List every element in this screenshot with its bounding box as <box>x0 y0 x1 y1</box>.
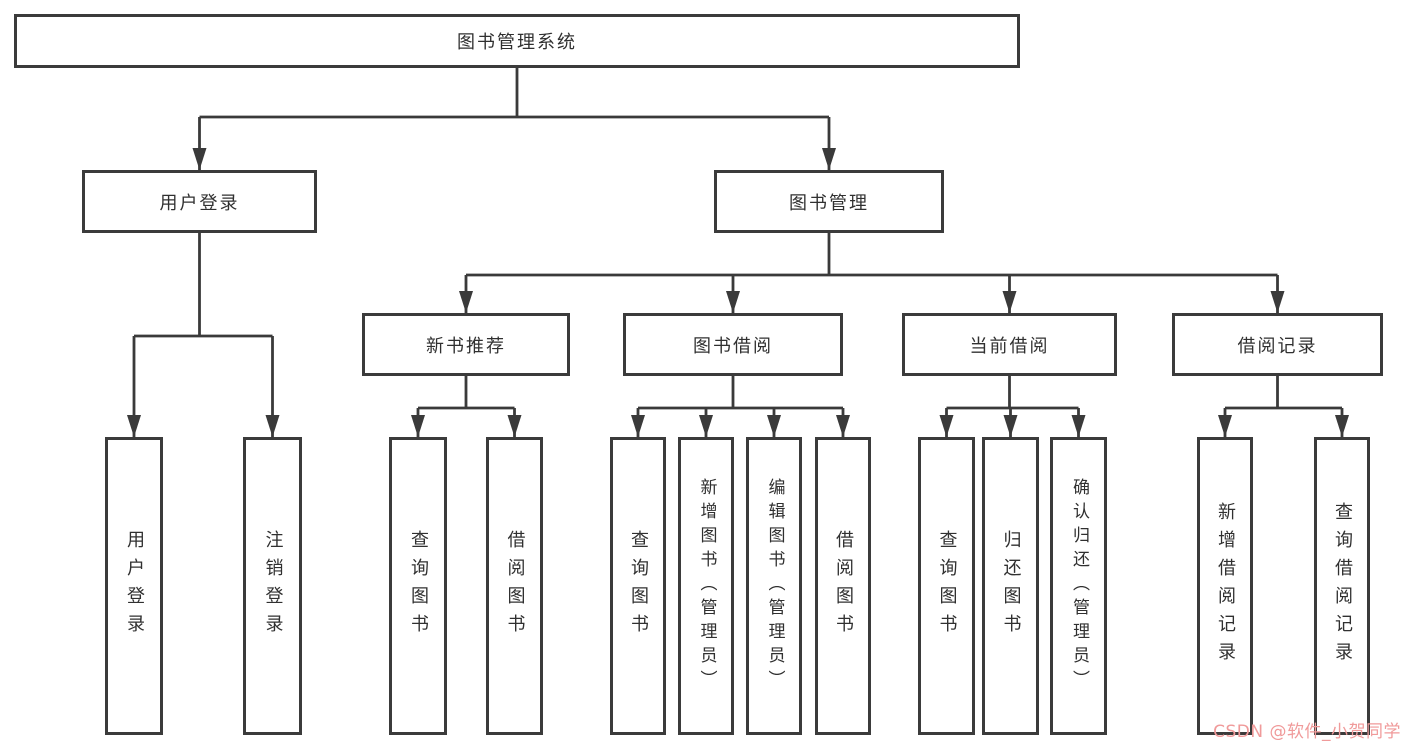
node-add-borrow-record: 新增借阅记录 <box>1197 437 1253 735</box>
node-label: 图书借阅 <box>693 335 773 357</box>
node-label: 注销登录 <box>262 530 284 642</box>
node-borrow-books-borrowing: 借阅图书 <box>815 437 871 735</box>
node-label: 查询借阅记录 <box>1332 502 1353 670</box>
node-query-books-borrowing: 查询图书 <box>610 437 666 735</box>
node-user-login-action: 用户登录 <box>105 437 163 735</box>
node-label: 新增图书（管理员） <box>696 478 717 694</box>
node-current-borrowing: 当前借阅 <box>902 313 1117 376</box>
node-label: 确认归还（管理员） <box>1069 478 1089 694</box>
node-label: 当前借阅 <box>969 335 1050 357</box>
connector-stems-buses <box>134 68 1342 410</box>
node-label: 借阅图书 <box>504 530 526 642</box>
node-label: 新书推荐 <box>426 335 506 357</box>
node-label: 借阅记录 <box>1237 335 1318 357</box>
node-label: 查询图书 <box>936 530 958 642</box>
node-edit-books-admin: 编辑图书（管理员） <box>746 437 802 735</box>
node-borrowing-records: 借阅记录 <box>1172 313 1383 376</box>
node-book-management: 图书管理 <box>714 170 944 233</box>
node-label: 归还图书 <box>1000 530 1022 642</box>
node-label: 用户登录 <box>159 192 240 214</box>
node-label: 用户登录 <box>124 530 145 642</box>
node-borrow-books-recommend: 借阅图书 <box>486 437 543 735</box>
node-logout: 注销登录 <box>243 437 302 735</box>
node-user-login: 用户登录 <box>82 170 317 233</box>
node-return-books: 归还图书 <box>982 437 1039 735</box>
node-label: 新增借阅记录 <box>1215 502 1236 670</box>
node-add-books-admin: 新增图书（管理员） <box>678 437 734 735</box>
node-book-borrowing: 图书借阅 <box>623 313 843 376</box>
node-label: 图书管理 <box>789 192 869 214</box>
node-confirm-return-admin: 确认归还（管理员） <box>1050 437 1107 735</box>
connector-arrows <box>127 117 1349 437</box>
node-root: 图书管理系统 <box>14 14 1020 68</box>
node-query-borrow-record: 查询借阅记录 <box>1314 437 1370 735</box>
node-query-books-current: 查询图书 <box>918 437 975 735</box>
node-label: 查询图书 <box>628 530 649 642</box>
node-label: 查询图书 <box>408 530 429 642</box>
node-label: 编辑图书（管理员） <box>764 478 785 694</box>
node-label: 借阅图书 <box>833 530 854 642</box>
node-new-book-recommendation: 新书推荐 <box>362 313 570 376</box>
watermark-text: CSDN @软件_小贺同学 <box>1213 722 1401 742</box>
node-label: 图书管理系统 <box>457 32 577 53</box>
node-query-books-recommend: 查询图书 <box>389 437 447 735</box>
